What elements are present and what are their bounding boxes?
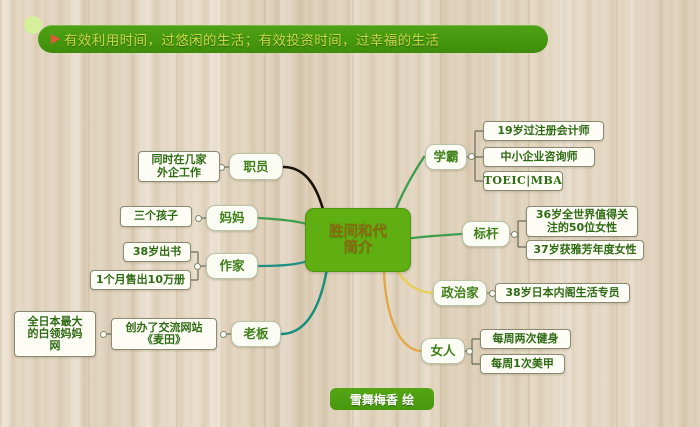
branch-node-mother[interactable]: 妈妈 (206, 205, 258, 231)
connector-dot-top-student (468, 153, 475, 160)
leaf-woman-1[interactable]: 每周1次美甲 (480, 354, 565, 374)
branch-node-politician[interactable]: 政治家 (433, 280, 487, 306)
leaf-benchmark-0[interactable]: 36岁全世界值得关 注的50位女性 (526, 206, 638, 237)
connector-dot-writer (194, 263, 201, 270)
leaf-boss-0[interactable]: 创办了交流网站 《麦田》 (111, 318, 217, 350)
leaf-employee-0[interactable]: 同时在几家 外企工作 (138, 151, 220, 182)
link-woman (382, 270, 423, 353)
branch-node-woman[interactable]: 女人 (421, 338, 465, 364)
banner-text: 有效利用时间，过悠闲的生活；有效投资时间，过幸福的生活 (64, 33, 440, 49)
connector-dot-benchmark (511, 231, 518, 238)
play-flag-icon (51, 34, 60, 44)
leaf-benchmark-1[interactable]: 37岁获雅芳年度女性 (526, 240, 644, 260)
leaf-politician-0[interactable]: 38岁日本内阁生活专员 (495, 283, 630, 303)
leaf-boss-0-0[interactable]: 全日本最大 的白领妈妈 网 (14, 311, 96, 357)
leaf-top-student-1[interactable]: 中小企业咨询师 (483, 147, 595, 167)
connector-dot-boss-child (100, 331, 107, 338)
leaf-top-student-2[interactable]: TOEIC|MBA (483, 171, 563, 191)
branch-node-benchmark[interactable]: 标杆 (462, 221, 510, 247)
leaf-writer-0[interactable]: 38岁出书 (123, 242, 191, 262)
banner-bar: 有效利用时间，过悠闲的生活；有效投资时间，过幸福的生活 (38, 25, 548, 53)
branch-node-top-student[interactable]: 学霸 (425, 144, 467, 170)
connector-dot-woman (466, 348, 473, 355)
branch-node-boss[interactable]: 老板 (231, 321, 281, 347)
leaf-writer-1[interactable]: 1个月售出10万册 (90, 270, 191, 290)
branch-node-writer[interactable]: 作家 (206, 253, 258, 279)
link-boss (279, 267, 329, 336)
link-top-student (392, 155, 426, 216)
link-employee (281, 165, 326, 215)
leaf-mother-0[interactable]: 三个孩子 (120, 206, 192, 227)
connector-dot-mother (195, 215, 202, 222)
branch-node-employee[interactable]: 职员 (229, 153, 283, 180)
header-banner: 有效利用时间，过悠闲的生活；有效投资时间，过幸福的生活 (24, 16, 562, 62)
leaf-woman-0[interactable]: 每周两次健身 (480, 329, 571, 349)
connector-dot-boss (220, 331, 227, 338)
leaf-top-student-0[interactable]: 19岁过注册会计师 (483, 121, 604, 141)
signature-badge: 雪舞梅香 绘 (330, 388, 434, 410)
center-node[interactable]: 胜间和代 简介 (305, 208, 411, 272)
